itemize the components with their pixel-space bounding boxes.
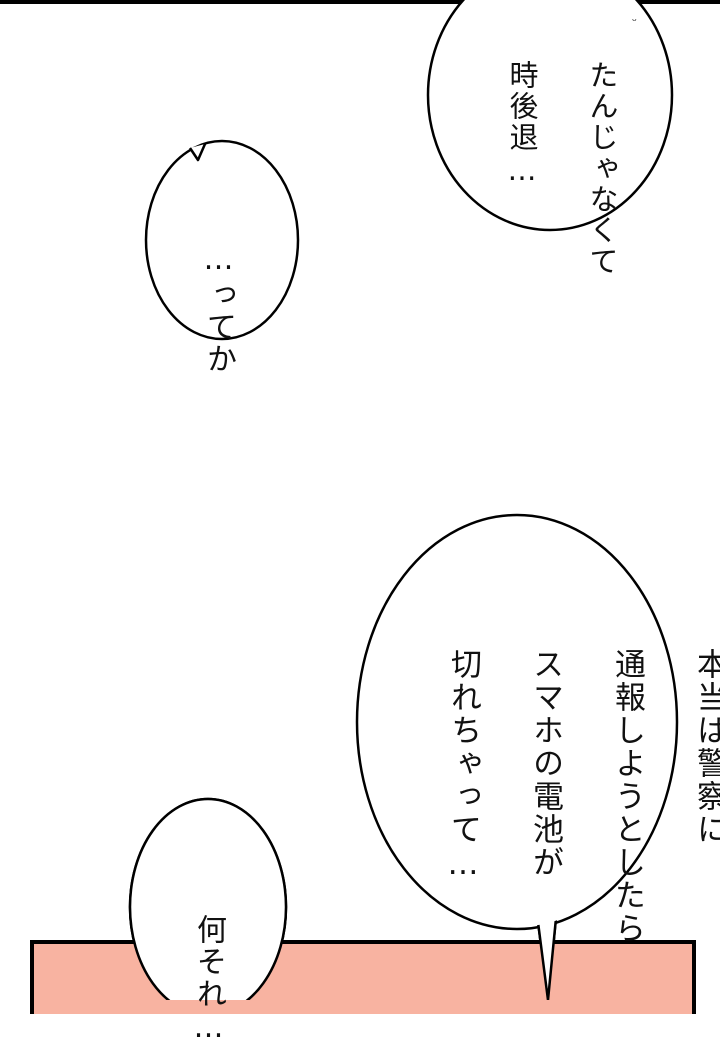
bubble-top-right-line-2: 時後退… (505, 60, 539, 189)
bubble-bottom-right-line-4: 切れちゃって… (445, 648, 481, 884)
bottom-panel (30, 940, 696, 1014)
bubble-middle-left-tail (188, 143, 207, 162)
bubble-bottom-left-line-1: 何それ… (191, 914, 226, 1047)
bubble-top-right-line-1: たんじゃなくて (585, 60, 619, 277)
bubble-middle-left-text: …ってか (198, 168, 278, 375)
bubble-bottom-right-text: 本当は警察に 通報しようとしたら スマホの電池が 切れちゃって… (442, 572, 720, 945)
bubble-middle-left-line-1: …ってか (201, 242, 236, 375)
bubble-top-right-shape (426, 0, 674, 232)
bubble-bottom-right-line-2: 通報しようとしたら (609, 648, 645, 945)
bubble-bottom-right-line-3: スマホの電池が (527, 648, 563, 879)
bubble-top-right-text: たんじゃなくて 時後退… (502, 0, 662, 277)
bubble-bottom-right-line-1: 本当は警察に (691, 648, 720, 846)
panel-top-border (0, 0, 720, 4)
small-mark: ᵕ (632, 14, 637, 28)
bubble-bottom-left-text: 何それ… (188, 840, 268, 1047)
bubble-middle-left-shape (144, 139, 300, 341)
